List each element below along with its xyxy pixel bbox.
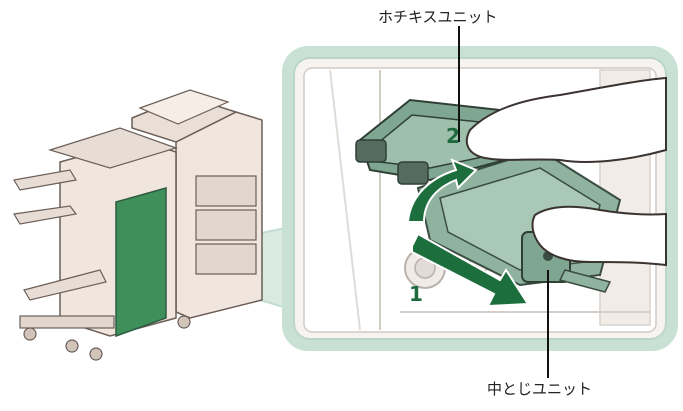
- pull-arrow: [411, 232, 530, 308]
- staple-unit-label: ホチキスユニット: [378, 8, 498, 26]
- finisher-front-cover: [115, 187, 167, 338]
- upper-hand: [465, 76, 667, 163]
- step-2-number: 2: [446, 124, 460, 148]
- lower-hand: [531, 205, 667, 267]
- step-1-number: 1: [409, 282, 423, 306]
- zoom-panel: [282, 46, 678, 351]
- saddle-unit-label: 中とじユニット: [487, 380, 593, 398]
- machine-overview: [13, 89, 263, 361]
- rotate-arrow: [406, 158, 478, 223]
